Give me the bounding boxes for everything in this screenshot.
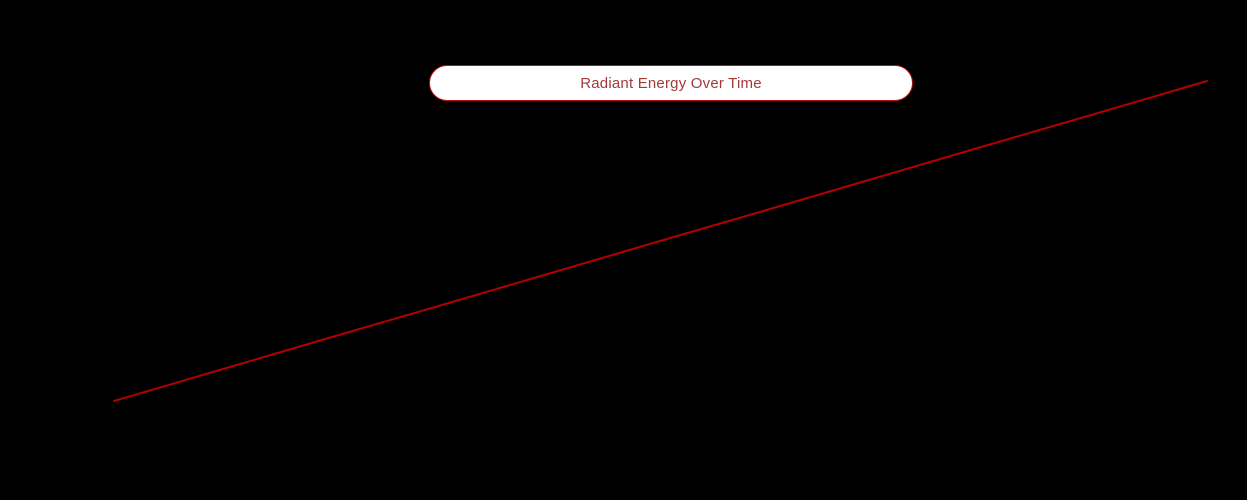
chart-title-banner: Radiant Energy Over Time: [429, 65, 913, 101]
chart-title-text: Radiant Energy Over Time: [580, 74, 762, 92]
data-series-line: [113, 80, 1208, 402]
